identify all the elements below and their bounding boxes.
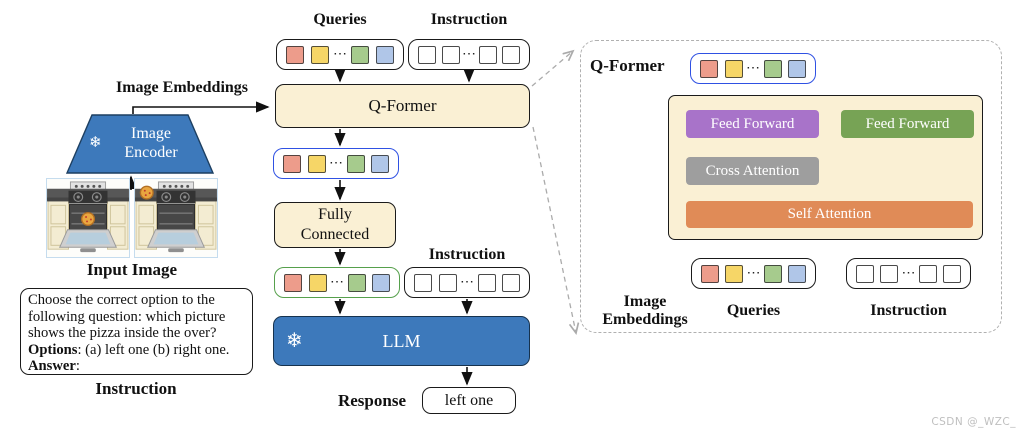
token-square: [477, 273, 496, 292]
prompt-line-2: following question: which picture: [28, 308, 226, 325]
instruction-label-top: Instruction: [430, 11, 508, 28]
ellipsis-dots: ⋯: [462, 46, 476, 62]
response-value-box: left one: [422, 387, 516, 414]
token-square: [725, 264, 744, 283]
image-encoder-block: ❄ Image Encoder: [65, 114, 215, 174]
response-label: Response: [337, 391, 406, 410]
token-square: [376, 45, 394, 64]
ellipsis-dots: ⋯: [901, 265, 916, 281]
queries-token-row-detail: ⋯: [691, 258, 816, 289]
token-square: [701, 264, 719, 283]
token-square: [307, 154, 326, 173]
qformer-panel-title: Q-Former: [590, 56, 665, 75]
self-attention-box: Self Attention: [686, 201, 973, 228]
token-square: [943, 264, 961, 283]
token-square: [788, 59, 806, 78]
token-square: [502, 273, 520, 292]
prompt-line-3: shows the pizza inside the over?: [28, 325, 217, 342]
image-embeddings-label: Image Embeddings: [115, 79, 249, 96]
input-image-left: [46, 178, 130, 258]
token-square: [856, 264, 874, 283]
token-square: [763, 264, 782, 283]
token-square: [441, 45, 460, 64]
qformer-box: Q-Former: [275, 84, 530, 128]
token-square: [311, 45, 329, 64]
token-square: [478, 45, 497, 64]
snowflake-icon: ❄: [89, 135, 102, 151]
token-square: [351, 45, 369, 64]
token-square: [724, 59, 743, 78]
llm-label: LLM: [382, 330, 421, 351]
feed-forward-right-box: Feed Forward: [841, 110, 974, 138]
ellipsis-dots: ⋯: [746, 265, 761, 281]
input-image-label: Input Image: [86, 260, 178, 279]
instruction-token-row-mid: ⋯: [404, 267, 530, 298]
fully-connected-box: Fully Connected: [274, 202, 396, 248]
token-square: [283, 154, 301, 173]
queries-label-top: Queries: [313, 11, 367, 28]
token-square: [788, 264, 806, 283]
token-square: [438, 273, 457, 292]
instruction-label-left: Instruction: [95, 379, 177, 398]
token-square: [700, 59, 718, 78]
projected-token-row: ⋯: [274, 267, 400, 298]
queries-label-detail: Queries: [726, 302, 781, 319]
ellipsis-dots: ⋯: [746, 60, 760, 76]
token-square: [372, 273, 390, 292]
token-square: [371, 154, 389, 173]
token-square: [918, 264, 937, 283]
ellipsis-dots: ⋯: [329, 155, 343, 171]
ellipsis-dots: ⋯: [333, 46, 347, 62]
prompt-line-1: Choose the correct option to the: [28, 292, 215, 308]
token-square: [346, 154, 365, 173]
watermark: CSDN @_WZC_: [931, 416, 1016, 428]
token-square: [284, 273, 302, 292]
token-square: [286, 45, 304, 64]
feed-forward-left-box: Feed Forward: [686, 110, 819, 138]
prompt-line-options: Options: (a) left one (b) right one.: [28, 341, 230, 358]
image-embeddings-label-detail: Image Embeddings: [602, 293, 688, 328]
token-square: [347, 273, 366, 292]
input-image-right: [134, 178, 218, 258]
token-square: [414, 273, 432, 292]
ellipsis-dots: ⋯: [330, 274, 344, 290]
ellipsis-dots: ⋯: [460, 274, 474, 290]
prompt-line-answer: Answer:: [28, 358, 80, 375]
instruction-token-row-top: ⋯: [408, 39, 530, 70]
token-square: [763, 59, 782, 78]
token-square: [308, 273, 327, 292]
snowflake-icon: ❄: [286, 330, 303, 352]
instruction-token-row-detail: ⋯: [846, 258, 971, 289]
cross-attention-box: Cross Attention: [686, 157, 819, 185]
query-output-token-row: ⋯: [273, 148, 399, 179]
queries-token-row-top: ⋯: [276, 39, 404, 70]
instruction-prompt-box: Choose the correct option to the followi…: [20, 288, 253, 375]
token-square: [418, 45, 436, 64]
llm-box: ❄ LLM: [273, 316, 530, 366]
instruction-label-detail: Instruction: [870, 302, 947, 319]
token-square: [880, 264, 899, 283]
token-square: [502, 45, 520, 64]
qformer-output-token-row: ⋯: [690, 53, 816, 84]
instruction-label-mid: Instruction: [428, 246, 506, 263]
image-encoder-label: Image Encoder: [124, 125, 178, 161]
image-encoder-trapezoid: [65, 114, 215, 174]
